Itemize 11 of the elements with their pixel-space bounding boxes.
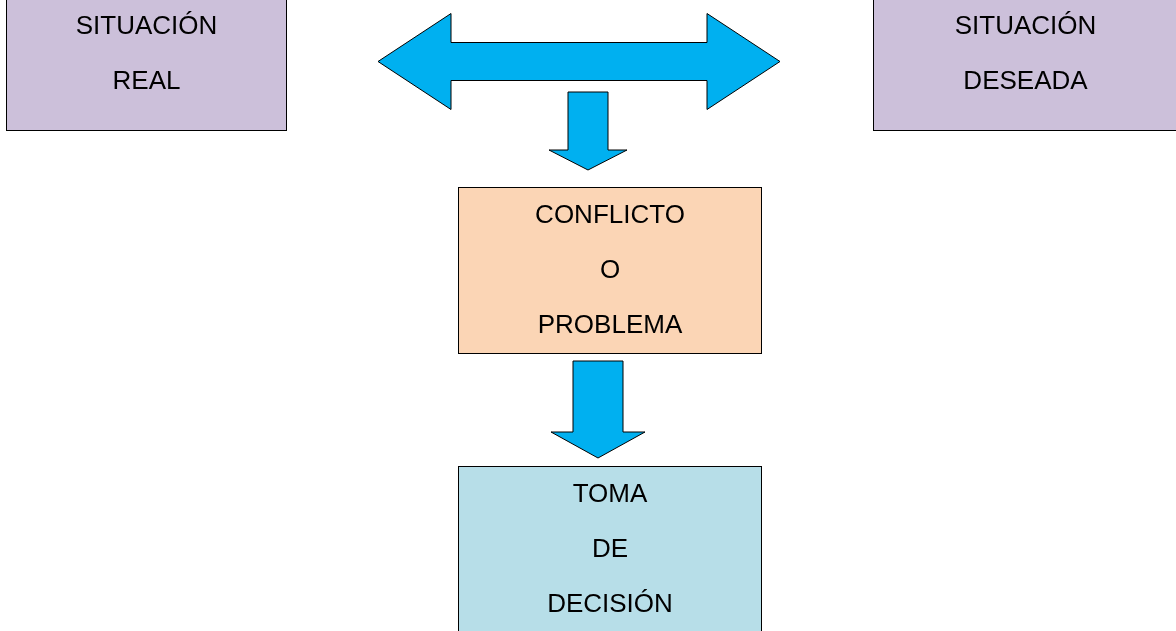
process-box — [458, 187, 762, 354]
block-arrow — [550, 360, 646, 459]
double-block-arrow — [377, 13, 781, 110]
block-arrow — [548, 91, 628, 171]
process-box — [458, 466, 762, 631]
process-box — [873, 0, 1176, 131]
box-label: SITUACIÓN REAL — [74, 9, 219, 97]
box-label: TOMA DE DECISIÓN — [546, 477, 674, 620]
box-label: CONFLICTO O PROBLEMA — [534, 198, 686, 341]
box-label: SITUACIÓN DESEADA — [953, 9, 1098, 97]
process-box — [6, 0, 287, 131]
